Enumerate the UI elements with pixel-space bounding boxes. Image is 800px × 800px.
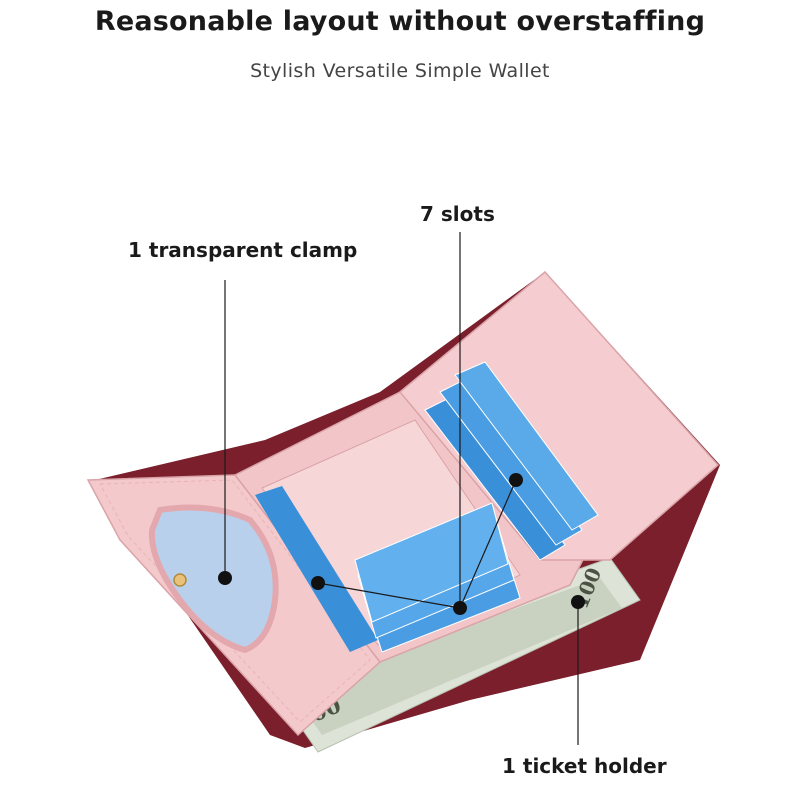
- snap-button: [173, 573, 187, 587]
- page-title: Reasonable layout without overstaffing: [94, 6, 706, 37]
- card-slot: [354, 502, 509, 623]
- right-panel: [398, 270, 720, 561]
- leader-lines: [224, 232, 579, 745]
- callout-ticket-holder: 1 ticket holder: [502, 754, 667, 778]
- transparent-clamp-window: [148, 504, 279, 654]
- card-slot: [454, 361, 599, 531]
- callout-dot-slot-left: [311, 576, 325, 590]
- page-subtitle: Stylish Versatile Simple Wallet: [250, 60, 550, 82]
- callout-dot-ticket: [571, 595, 585, 609]
- callout-dot-slot-right: [509, 473, 523, 487]
- callout-dots: [218, 473, 585, 615]
- callout-slots: 7 slots: [420, 202, 495, 226]
- card-slot: [255, 486, 378, 652]
- callout-dot-clamp: [218, 571, 232, 585]
- card-slots: [255, 361, 599, 653]
- callout-dot-slots: [453, 601, 467, 615]
- callout-transparent-clamp: 1 transparent clamp: [128, 238, 358, 262]
